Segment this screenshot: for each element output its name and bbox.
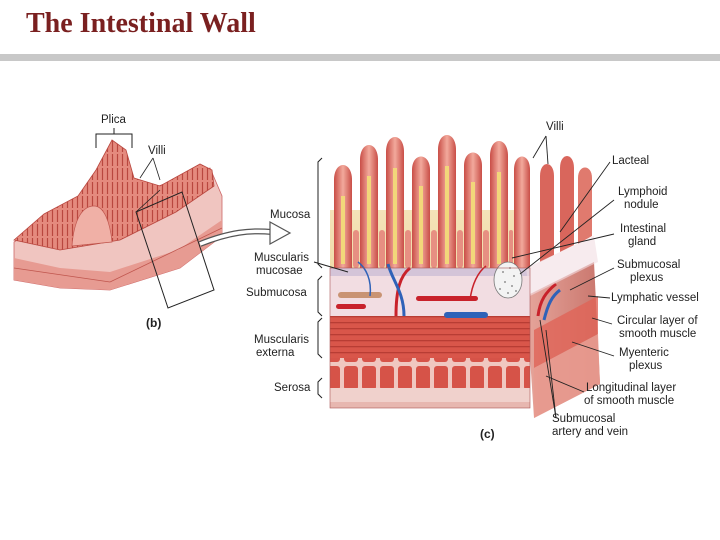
label-lymphoid-nodule-2: nodule [624,199,659,211]
label-submucosa: Submucosa [246,287,307,299]
intestinal-glands [353,230,513,268]
page-title: The Intestinal Wall [26,8,256,39]
title-divider [0,54,720,61]
label-villi-b: Villi [148,145,166,157]
label-muscularis-externa-2: externa [256,347,295,359]
figure-c-letter: (c) [480,427,495,441]
label-mucosa: Mucosa [270,209,311,221]
label-intestinal-gland-2: gland [628,236,656,248]
label-submucosal-plexus-2: plexus [630,272,663,284]
lymphoid-nodule [493,261,523,299]
label-longitudinal-layer-1: Longitudinal layer [586,382,676,394]
label-villi-c: Villi [546,121,564,133]
lacteals [341,166,501,264]
label-plica: Plica [101,114,127,126]
label-serosa: Serosa [274,382,311,394]
label-muscularis-mucosae-1: Muscularis [254,252,309,264]
left-brackets [313,157,349,399]
label-muscularis-externa-1: Muscularis [254,334,309,346]
figure-c-tissue-block [329,135,600,418]
label-muscularis-mucosae-2: mucosae [256,265,303,277]
label-intestinal-gland-1: Intestinal [620,223,666,235]
label-submucosal-plexus-1: Submucosal [617,259,680,271]
label-circular-layer-2: smooth muscle [619,328,696,340]
label-lymphoid-nodule-1: Lymphoid [618,186,667,198]
label-submucosal-vessels-1: Submucosal [552,413,615,425]
label-circular-layer-1: Circular layer of [617,315,698,327]
figure-b-plica-block [13,128,292,309]
label-lacteal: Lacteal [612,155,649,167]
right-leader-lines [511,135,615,419]
label-myenteric-plexus-2: plexus [629,360,662,372]
figure-b-letter: (b) [146,316,161,330]
label-lymphatic-vessel: Lymphatic vessel [611,292,699,304]
label-longitudinal-layer-2: of smooth muscle [584,395,674,407]
label-myenteric-plexus-1: Myenteric [619,347,669,359]
label-submucosal-vessels-2: artery and vein [552,426,628,438]
